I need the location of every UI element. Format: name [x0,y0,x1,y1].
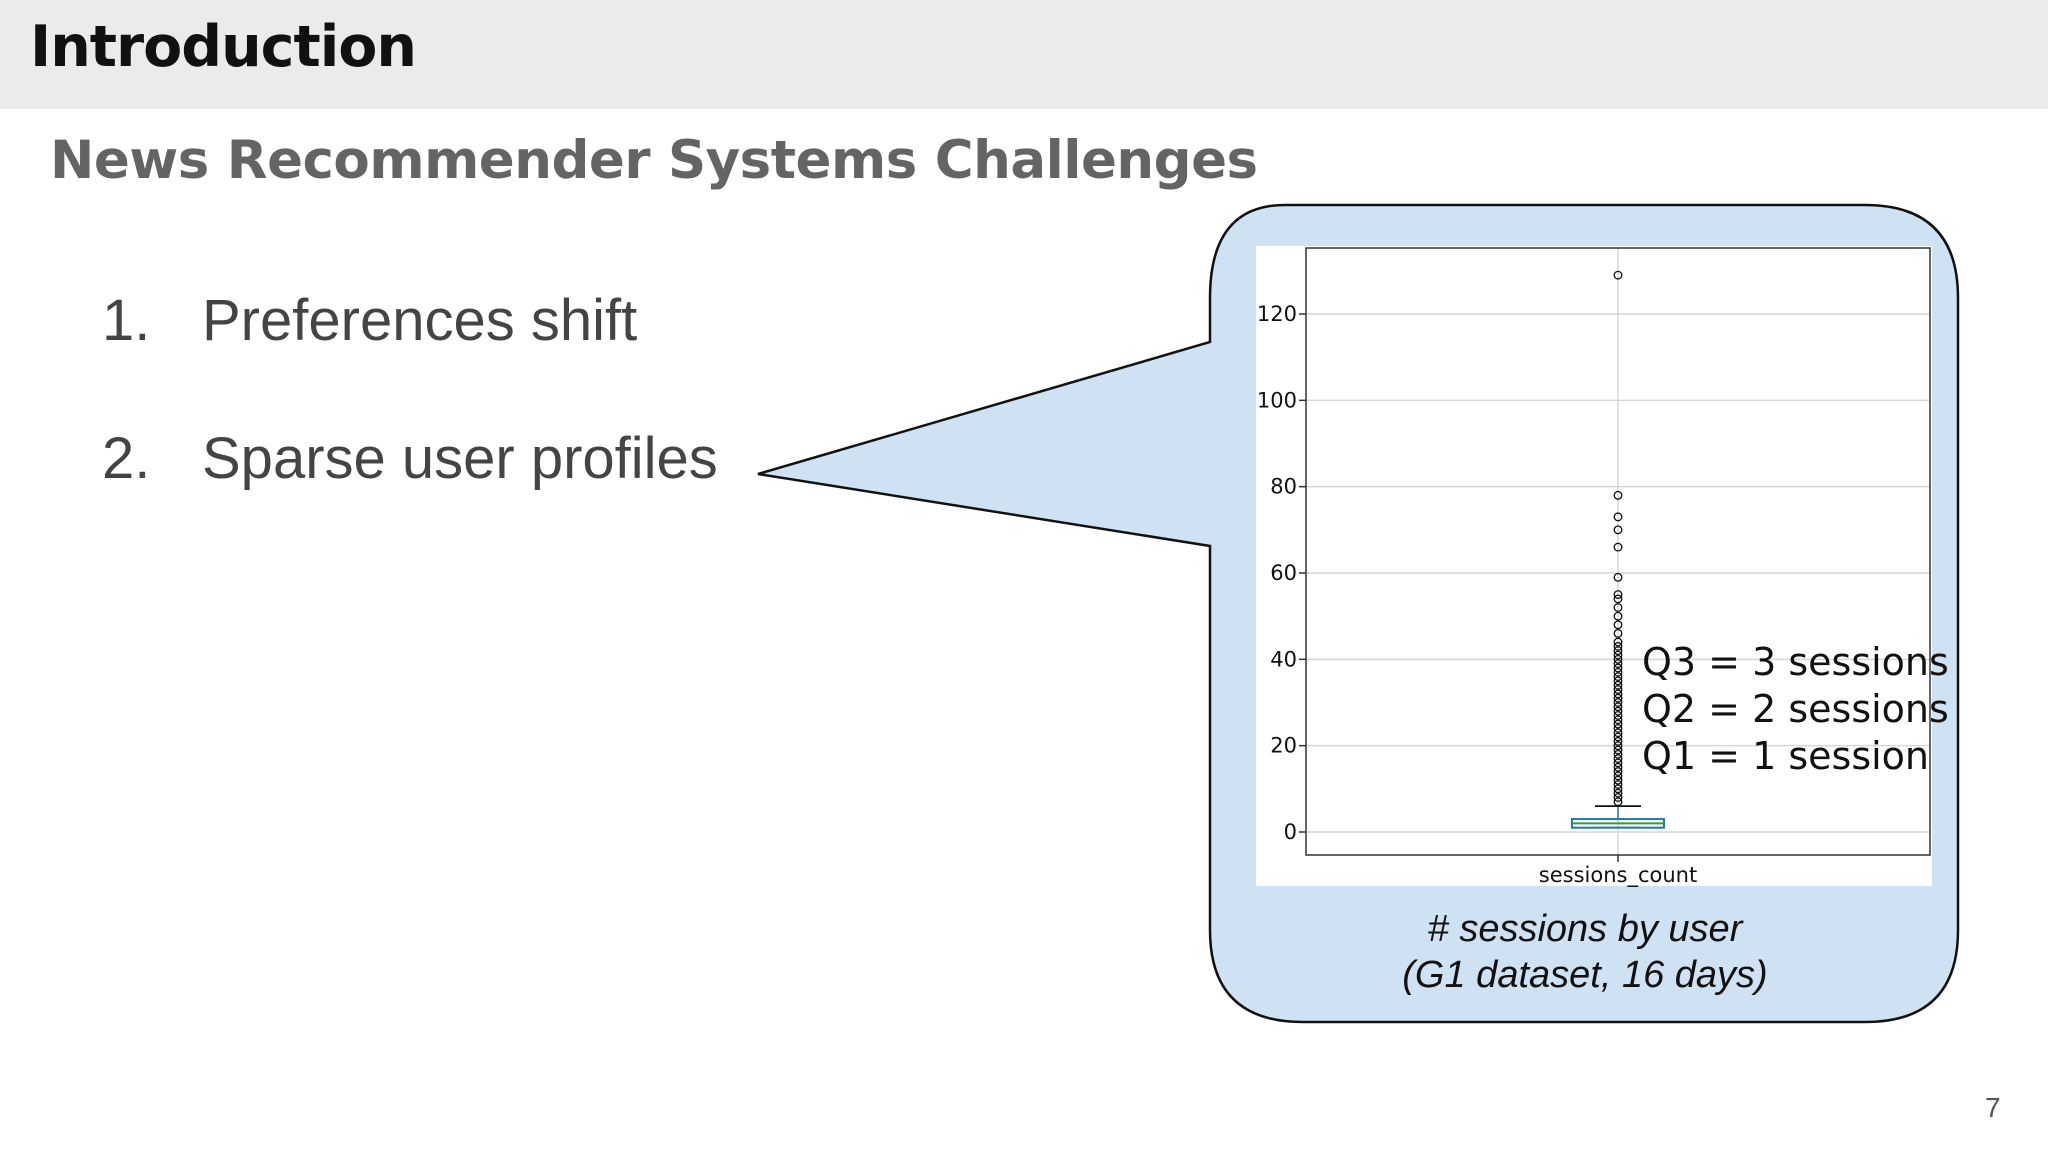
chart-background [1256,246,1932,886]
outlier-point-48 [1613,490,1623,500]
list-number-1: 1. [102,288,151,353]
outlier-point-36 [1613,641,1623,651]
outlier-point-29 [1613,672,1623,682]
outlier-point-22 [1613,702,1623,712]
outlier-point-3 [1613,784,1623,794]
outlier-point-2 [1613,788,1623,798]
outlier-point-16 [1613,728,1623,738]
outlier-point-49 [1613,270,1623,280]
outlier-point-30 [1613,667,1623,677]
list-number-2: 2. [102,426,151,491]
box-plot-chart: 0 20 40 60 80 100 120 sessions_count Q3 = 3 sess… [1257,247,1949,888]
ytick-label-80: 80 [1270,475,1297,499]
outlier-point-31 [1613,663,1623,673]
ytick-label-60: 60 [1270,561,1297,585]
outlier-point-12 [1613,745,1623,755]
outlier-point-26 [1613,685,1623,694]
list-text-2: Sparse user profiles [202,426,718,491]
slide-title: Introduction [30,14,417,80]
chart-caption-line-1: # sessions by user [1427,908,1743,950]
outlier-point-1 [1613,793,1623,802]
xtick-label-sessions_count: sessions_count [1539,863,1697,888]
outlier-point-27 [1613,680,1623,690]
ytick-label-20: 20 [1270,734,1297,758]
page-number: 7 [1985,1092,2001,1123]
outlier-point-43 [1613,590,1623,600]
outlier-point-13 [1613,741,1623,751]
chart-caption-line-2: (G1 dataset, 16 days) [1402,954,1768,996]
list-item-2: 2. Sparse user profiles [102,425,718,492]
outlier-point-37 [1613,637,1623,647]
outlier-point-34 [1613,650,1623,660]
outlier-point-45 [1613,542,1623,552]
ytick-label-40: 40 [1270,647,1297,671]
outlier-point-24 [1613,693,1623,703]
outlier-point-46 [1613,525,1623,535]
outlier-point-18 [1613,719,1623,729]
outlier-point-44 [1613,572,1623,582]
outlier-point-19 [1613,715,1623,725]
outlier-point-20 [1613,711,1623,720]
outlier-point-15 [1613,732,1623,742]
outlier-point-38 [1613,628,1623,638]
outlier-point-6 [1613,771,1623,781]
outlier-point-25 [1613,689,1623,699]
outlier-point-40 [1613,611,1623,621]
outlier-point-7 [1613,767,1623,777]
outlier-point-35 [1613,646,1623,656]
outlier-point-10 [1613,754,1623,764]
outlier-point-0 [1613,797,1623,807]
ytick-label-100: 100 [1257,388,1297,412]
quartile-annotation-2: Q2 = 2 sessions [1642,687,1949,731]
outlier-point-11 [1613,749,1623,759]
outlier-point-33 [1613,654,1623,664]
quartile-annotation-1: Q3 = 3 sessions [1642,640,1949,684]
outlier-point-8 [1613,762,1623,772]
outlier-point-47 [1613,512,1623,522]
outlier-point-41 [1613,603,1623,612]
outlier-point-4 [1613,780,1623,789]
quartile-annotation-3: Q1 = 1 session [1642,734,1929,778]
outlier-point-9 [1613,758,1623,768]
outlier-point-23 [1613,698,1623,707]
ytick-label-0: 0 [1284,820,1297,844]
outlier-point-14 [1613,736,1623,746]
outlier-point-21 [1613,706,1623,716]
outlier-point-32 [1613,659,1623,669]
outlier-point-5 [1613,775,1623,785]
outlier-point-39 [1613,620,1623,630]
title-bar: Introduction [0,0,2048,109]
list-item-1: 1. Preferences shift [102,287,637,354]
list-text-1: Preferences shift [202,288,638,353]
slide-subtitle: News Recommender Systems Challenges [50,130,1258,191]
ytick-label-120: 120 [1257,302,1297,326]
outlier-point-17 [1613,723,1623,733]
outlier-point-42 [1613,594,1623,604]
outlier-point-28 [1613,676,1623,686]
